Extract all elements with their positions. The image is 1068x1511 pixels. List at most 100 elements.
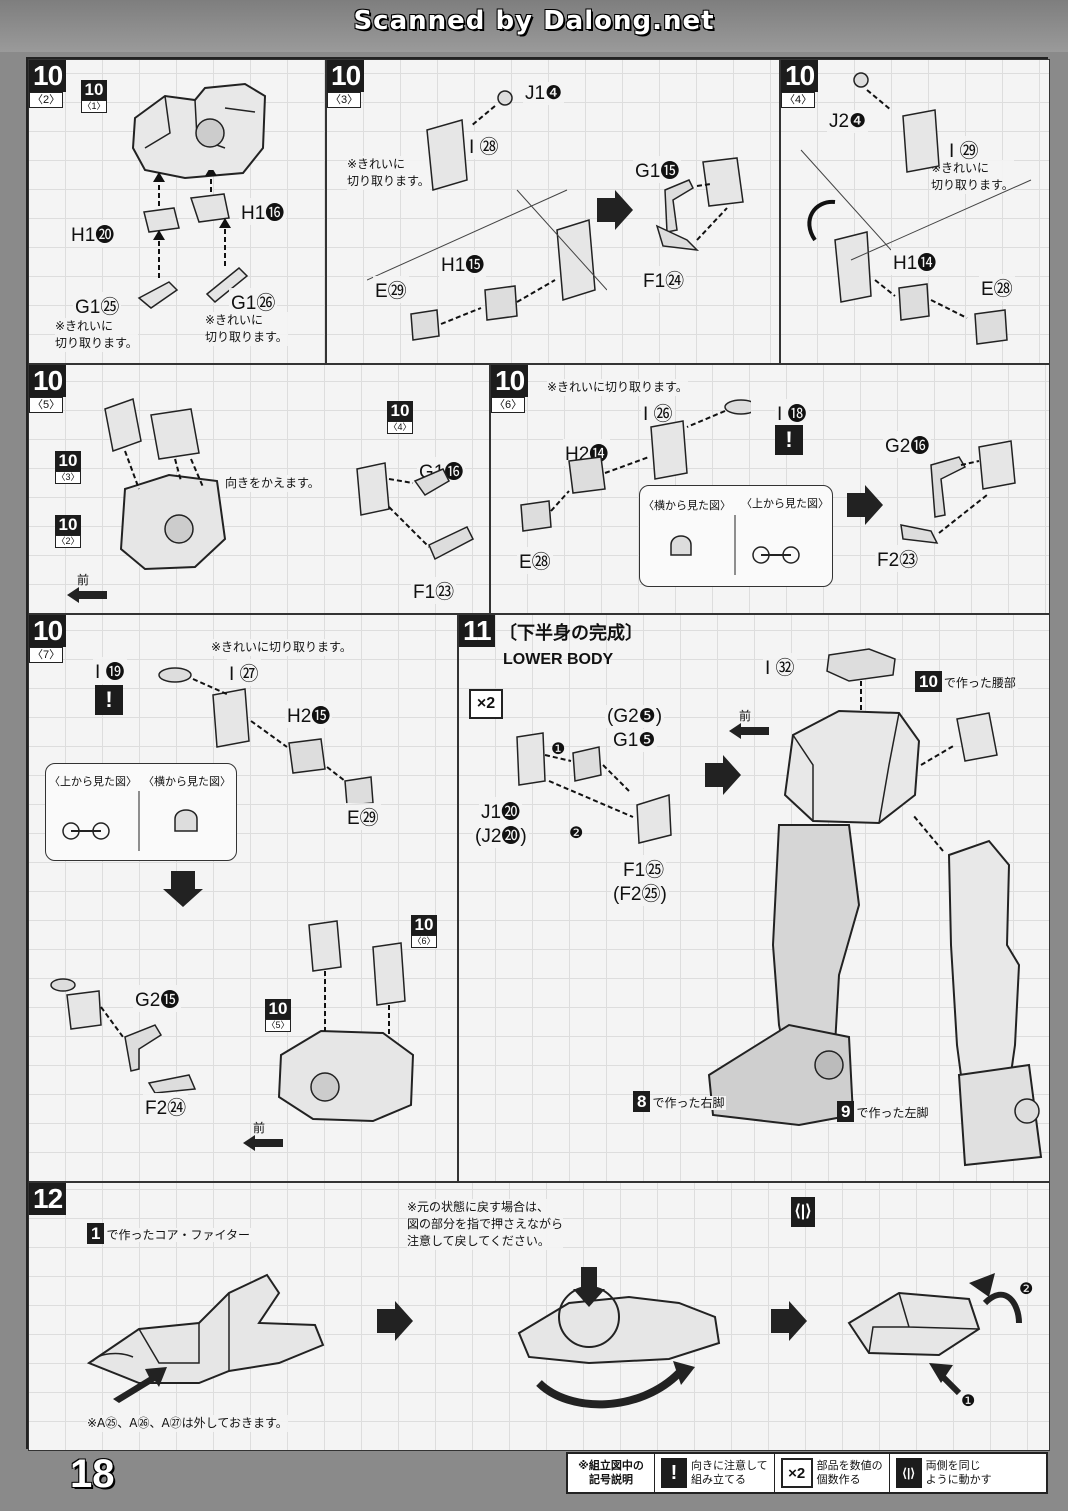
front-direction-arrow	[67, 587, 107, 603]
front-direction-arrow	[729, 723, 769, 739]
change-orientation-note: 向きをかえます。	[225, 475, 320, 492]
down-step-arrow	[163, 871, 203, 907]
substep-mark-2: ❷	[569, 825, 584, 842]
front-direction-label: 前	[77, 573, 90, 587]
part-label-g2-16: G2⓰	[883, 431, 932, 458]
move-both-sides-icon: ⟨|⟩	[791, 1197, 815, 1227]
multiply-icon: ×2	[780, 1458, 813, 1488]
part-label-g1-15: G1⓯	[633, 156, 682, 183]
panel-step-10-4: 10 〈4〉 J2❹ I ㉙ ※きれいに 切り取ります。 H1⓮ E㉘	[780, 59, 1050, 364]
step-sub-number: 〈6〉	[491, 397, 526, 413]
lower-body-assembly-illustration	[707, 648, 1043, 1167]
hip-joint-assembly-illustration	[367, 90, 607, 341]
part-label-i-19: I ⓳	[93, 657, 127, 684]
step-sub-number: 〈5〉	[29, 397, 64, 413]
view-diagrams-box	[45, 763, 237, 861]
background-ghost-print	[327, 60, 779, 363]
front-direction-arrow	[243, 1135, 283, 1151]
legend-text: 部品を数値の 個数作る	[816, 1459, 883, 1486]
part-label-e-28: E㉘	[517, 547, 553, 574]
part-label-j1-4: J1❹	[523, 82, 565, 105]
remove-parts-note: ※A㉕、A㉖、A㉗は外しておきます。	[87, 1415, 288, 1432]
substep-mark-1: ❶	[551, 741, 566, 758]
reference-step-badge-4: 10〈4〉	[387, 401, 413, 434]
scanned-by-watermark: Scanned by Dalong.net	[353, 6, 715, 36]
reference-step-badge-6: 10〈6〉	[411, 915, 437, 948]
part-label-f1-23: F1㉓	[411, 577, 457, 604]
hip-joint-result-illustration	[655, 157, 744, 251]
page-number: 18	[70, 1452, 115, 1496]
next-step-arrow-2	[771, 1301, 807, 1341]
knee-joint-assembly-illustration	[516, 732, 672, 844]
orientation-warning-icon: !	[95, 685, 123, 715]
part-label-i-32: I ㉜	[763, 653, 797, 680]
part-label-e-29: E㉙	[373, 276, 409, 303]
step-number: 12	[29, 1183, 67, 1215]
hip-joint-assembly-illustration	[800, 72, 1032, 345]
panel-step-10-7: 10 〈7〉 ※きれいに切り取ります。 I ⓳ ! I ㉗ H2⓯ E㉙ 〈上か…	[28, 614, 458, 1182]
both-sides-icon: ⟨|⟩	[895, 1458, 922, 1488]
panel-step-11: 11 〔下半身の完成〕 LOWER BODY ×2 (G2❺) G1❺ ❶ ❷ …	[458, 614, 1050, 1182]
cut-cleanly-note: ※きれいに 切り取ります。	[347, 156, 430, 190]
panel-step-10-5: 10 〈5〉 10〈3〉 10〈2〉 向きをかえます。 前 10〈4〉 G1⓰	[28, 364, 490, 614]
part-label-g2-5: (G2❺)	[605, 705, 665, 728]
part-label-h2-15: H2⓯	[285, 701, 333, 728]
step-number: 10	[29, 615, 67, 647]
next-step-arrow-1	[377, 1301, 413, 1341]
hip-joint-result-illustration	[50, 978, 197, 1094]
part-label-i-18: I ⓲	[775, 399, 809, 426]
reference-step-badge: 10〈1〉	[81, 80, 107, 113]
step-number: 10	[29, 60, 67, 92]
symbol-legend: ※組立図中の 記号説明 ! 向きに注意して 組み立てる ×2 部品を数値の 個数…	[566, 1452, 1048, 1494]
legend-text: 両側を同じ ように動かす	[925, 1459, 992, 1486]
step-number: 10	[29, 365, 67, 397]
part-label-f1-24: F1㉔	[641, 266, 687, 293]
warning-icon: !	[661, 1458, 687, 1488]
step-number: 10	[781, 60, 819, 92]
step-number: 10	[491, 365, 529, 397]
part-label-h1-14: H1⓮	[891, 248, 939, 275]
step-number: 11	[459, 615, 495, 647]
make-two-icon: ×2	[469, 689, 503, 719]
legend-item-quantity: ×2 部品を数値の 個数作る	[775, 1454, 890, 1492]
core-fighter-illustration	[86, 1273, 325, 1384]
part-label-i-26: I ㉖	[641, 399, 675, 426]
substep-mark-2: ❷	[1019, 1281, 1034, 1298]
waist-final-illustration	[277, 920, 415, 1123]
step-sub-number: 〈3〉	[327, 92, 362, 108]
part-label-h1-16: H1⓰	[239, 198, 287, 225]
part-label-j2-20: (J2⓴)	[473, 821, 529, 848]
part-label-e-28: E㉘	[979, 274, 1015, 301]
top-view-label: 〈上から見た図〉	[741, 497, 829, 510]
restore-instructions-note: ※元の状態に戻す場合は、 図の部分を指で押さえながら 注意して戻してください。	[407, 1199, 564, 1250]
cut-cleanly-note: ※きれいに切り取ります。	[547, 379, 688, 396]
part-label-g1-25: G1㉕	[73, 292, 122, 319]
part-label-i-27: I ㉗	[227, 659, 261, 686]
waist-front-part-illustration	[131, 82, 267, 180]
part-label-f1-25: F1㉕	[621, 855, 667, 882]
step-sub-number: 〈4〉	[781, 92, 816, 108]
step-subtitle: LOWER BODY	[503, 651, 614, 668]
panel-step-10-3: 10 〈3〉 J1❹ I ㉘ ※きれいに 切り取ります。 H1⓯ E㉙ G1⓯ …	[326, 59, 780, 364]
part-label-f2-24: F2㉔	[143, 1093, 189, 1120]
hip-joint-assembly-illustration	[158, 667, 374, 805]
legend-item-orientation: ! 向きに注意して 組み立てる	[655, 1454, 775, 1492]
waist-combined-illustration	[104, 397, 227, 571]
side-view-label: 〈横から見た図〉	[143, 775, 231, 788]
top-view-label: 〈上から見た図〉	[49, 775, 137, 788]
step-sub-number: 〈2〉	[29, 92, 64, 108]
reference-step-badge-2: 10〈2〉	[55, 515, 81, 548]
part-label-h1-15: H1⓯	[439, 250, 487, 277]
front-direction-label: 前	[253, 1121, 266, 1135]
scan-header-bar	[0, 0, 1068, 52]
panel-step-10-6: 10 〈6〉 ※きれいに切り取ります。 I ㉖ I ⓲ ! H2⓮ E㉘ 〈横か…	[490, 364, 1050, 614]
insert-direction-arrow	[113, 1367, 167, 1403]
part-label-i-29: I ㉙	[947, 136, 981, 163]
legend-text: 向きに注意して 組み立てる	[691, 1459, 768, 1486]
instruction-sheet: 10 〈2〉 10〈1〉 H1⓴ H1⓰ G1㉕ G1㉖ ※きれいに 切り取りま…	[26, 57, 1050, 1451]
part-label-h1-20: H1⓴	[69, 220, 117, 247]
